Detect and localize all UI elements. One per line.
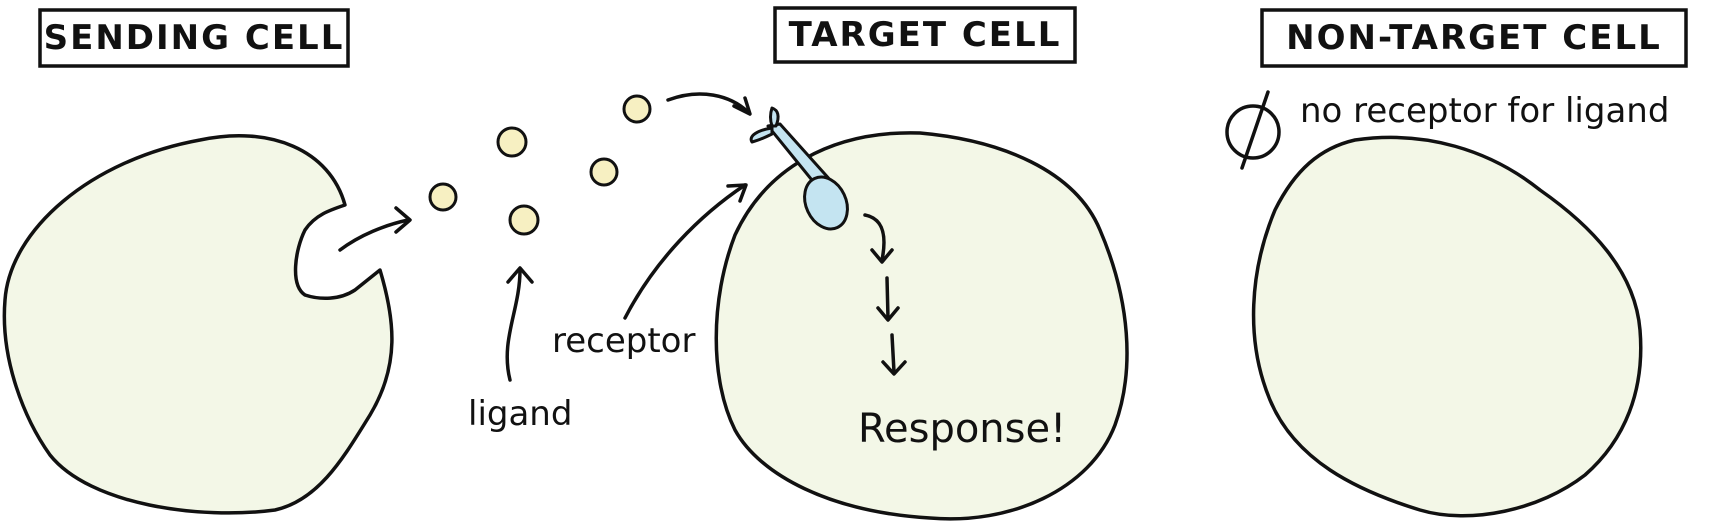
target-cell-title: TARGET CELL xyxy=(773,6,1077,64)
response-label: Response! xyxy=(858,406,1066,452)
ligand-molecule xyxy=(622,94,652,124)
non-target-cell-title: NON-TARGET CELL xyxy=(1260,8,1688,68)
non-target-cell-title-text: NON-TARGET CELL xyxy=(1286,18,1662,58)
ligand-label: ligand xyxy=(468,394,572,434)
ligand-annotation: ligand xyxy=(468,266,572,434)
non-target-cell xyxy=(1251,135,1643,518)
binding-arrow xyxy=(666,92,752,116)
no-receptor-label: no receptor for ligand xyxy=(1300,91,1669,131)
receptor xyxy=(749,106,849,231)
secretion-arrow xyxy=(338,206,412,252)
receptor-label: receptor xyxy=(552,321,695,361)
signal-cascade xyxy=(863,213,907,376)
ligands xyxy=(428,94,652,236)
sending-cell xyxy=(2,134,394,515)
ligand-molecule xyxy=(428,182,458,212)
receptor-annotation: receptor xyxy=(552,183,748,361)
empty-set-icon xyxy=(1225,90,1281,170)
sending-cell-title-text: SENDING CELL xyxy=(44,18,345,58)
ligand-molecule xyxy=(508,204,540,236)
ligand-molecule xyxy=(589,157,619,187)
target-cell-title-text: TARGET CELL xyxy=(789,15,1062,55)
ligand-molecule xyxy=(496,126,528,158)
sending-cell-title: SENDING CELL xyxy=(38,8,350,68)
target-cell xyxy=(714,131,1129,521)
